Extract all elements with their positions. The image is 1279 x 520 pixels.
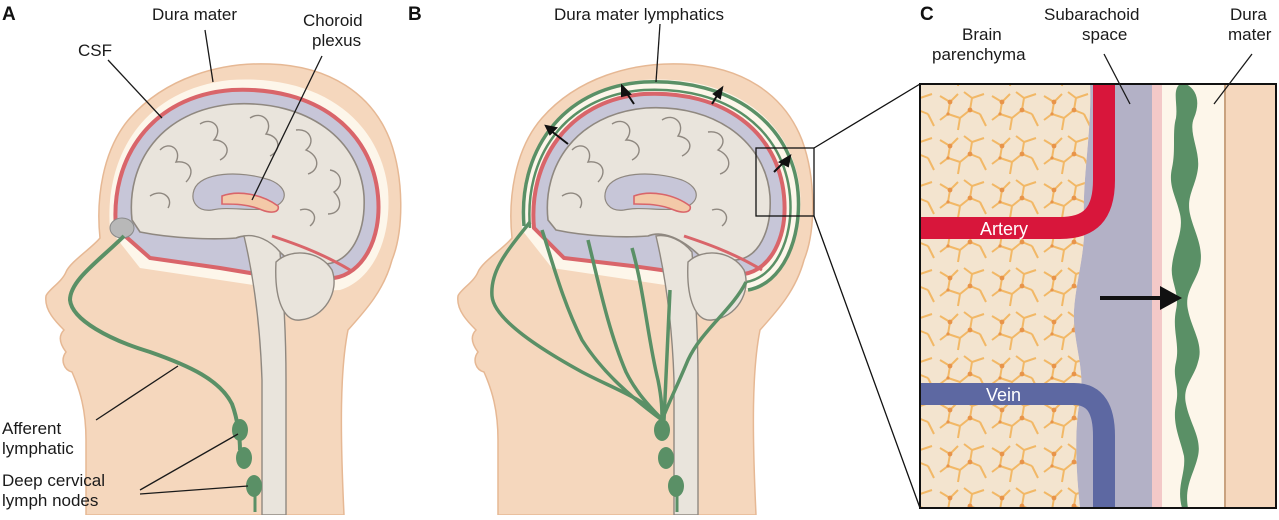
cerebellum [275,252,335,321]
label-dura-mater: Dura mater [152,5,237,24]
dura-lymphatic-inner [528,88,792,284]
panel-a: A Dura mater CSF Choroid plexus Afferent… [2,4,402,516]
deep-cervical-lymph-nodes [654,419,684,497]
deep-cervical-lymph-nodes [232,419,262,497]
label-vein: Vein [986,385,1021,405]
label-nodes-line1: Deep cervical [2,471,105,490]
label-artery: Artery [980,219,1028,239]
vein-vessel [920,383,1115,508]
label-choroid-line2: plexus [312,31,361,50]
zoom-frame [919,83,1277,509]
choroid-tissue [221,192,280,213]
label-choroid-line1: Choroid [303,11,363,30]
brain-parenchyma [920,84,1091,508]
leader-dura-mater [204,29,214,83]
tentorium [683,234,763,272]
dura-lymphatic-outer [521,80,801,292]
brainstem [243,234,287,516]
flow-arrows [544,83,792,173]
label-sub-line1: Subarachoid [1044,5,1139,24]
label-dura-line1: Dura [1230,5,1267,24]
brainstem [655,234,699,516]
leader-dura-lymphatics [655,23,661,83]
leader-afferent-lymphatic [95,365,179,421]
panel-b-letter: B [408,4,422,25]
zoom-box [755,147,815,217]
label-afferent-line2: lymphatic [2,439,74,458]
panel-c-letter: C [920,4,934,25]
lymphatic-drainage-vessels [490,220,748,422]
zoom-connectors [813,83,921,509]
flow-arrow [1100,286,1182,310]
label-brain-line1: Brain [962,25,1002,44]
leader-csf [107,59,163,119]
choroid-tissue [633,192,692,213]
label-nodes-line2: lymph nodes [2,491,98,510]
leader-dura-mater-c [1213,53,1253,105]
brain-folds [561,116,730,227]
cribriform-bulb [109,217,135,239]
dura-lymphatic-vessel [1170,84,1201,508]
dura-mater-layer [1194,84,1224,508]
afferent-lymphatic-vessel [67,234,242,451]
label-csf: CSF [78,41,112,60]
label-sub-line2: space [1082,25,1127,44]
leader-lymph-nodes-1 [139,433,239,491]
label-brain-line2: parenchyma [932,45,1026,64]
artery-vessel [920,84,1115,239]
label-dura-lymphatics: Dura mater lymphatics [554,5,724,24]
leader-subarachnoid [1103,53,1131,105]
leader-choroid-plexus [251,55,323,201]
panel-a-letter: A [2,4,16,25]
leader-lymph-nodes-2 [139,485,249,495]
panel-b: B Dura mater lymphatics [408,4,815,516]
tentorium [271,234,351,272]
label-dura-line2: mater [1228,25,1272,44]
label-afferent-line1: Afferent [2,419,62,438]
panel-c: C Brain parenchyma Subarachoid space Dur… [919,4,1277,509]
